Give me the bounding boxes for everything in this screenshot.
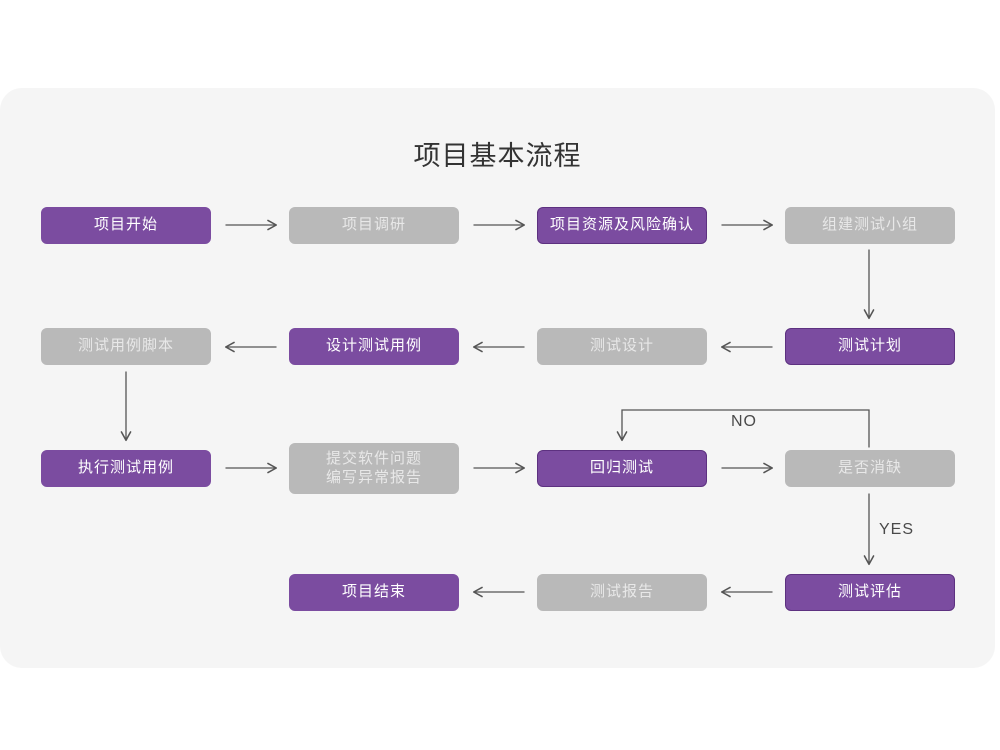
node-regression-test[interactable]: 回归测试	[537, 450, 707, 487]
node-submit-defect-report[interactable]: 提交软件问题 编写异常报告	[289, 443, 459, 494]
edge-label-no: NO	[731, 413, 757, 430]
node-build-test-team[interactable]: 组建测试小组	[785, 207, 955, 244]
node-defect-cleared[interactable]: 是否消缺	[785, 450, 955, 487]
page-title: 项目基本流程	[413, 141, 582, 171]
node-project-research[interactable]: 项目调研	[289, 207, 459, 244]
node-project-end[interactable]: 项目结束	[289, 574, 459, 611]
node-test-design[interactable]: 测试设计	[537, 328, 707, 365]
node-test-evaluation[interactable]: 测试评估	[785, 574, 955, 611]
node-test-report[interactable]: 测试报告	[537, 574, 707, 611]
node-project-start[interactable]: 项目开始	[41, 207, 211, 244]
node-design-testcase[interactable]: 设计测试用例	[289, 328, 459, 365]
node-execute-testcase[interactable]: 执行测试用例	[41, 450, 211, 487]
node-testcase-script[interactable]: 测试用例脚本	[41, 328, 211, 365]
edge-label-yes: YES	[879, 521, 915, 538]
node-test-plan[interactable]: 测试计划	[785, 328, 955, 365]
flowchart-card	[0, 88, 995, 668]
node-resource-risk-confirm[interactable]: 项目资源及风险确认	[537, 207, 707, 244]
